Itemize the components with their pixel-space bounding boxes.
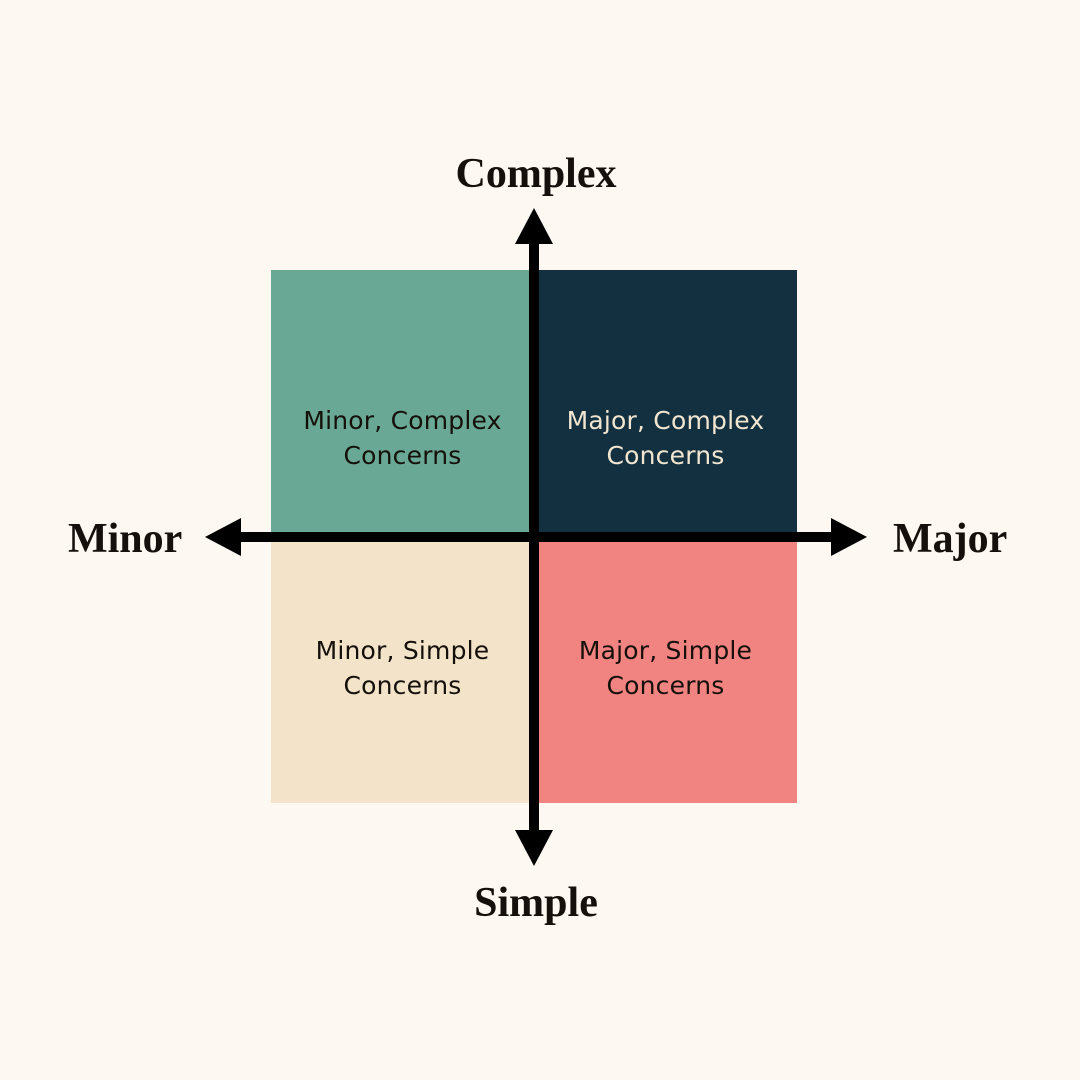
quadrant-major-complex[interactable]: Major, Complex Concerns — [534, 270, 797, 537]
quadrant-minor-complex-label: Minor, Complex Concerns — [303, 405, 502, 470]
quadrant-major-simple[interactable]: Major, Simple Concerns — [534, 537, 797, 803]
axis-label-major: Major — [893, 516, 1008, 562]
axis-label-simple: Simple — [474, 880, 598, 926]
axis-label-complex: Complex — [455, 151, 617, 197]
quadrant-minor-simple[interactable]: Minor, Simple Concerns — [271, 537, 534, 803]
quadrant-minor-simple-label: Minor, Simple Concerns — [315, 636, 490, 700]
axis-arrow-right-icon — [831, 518, 867, 556]
quadrant-major-complex-label: Major, Complex Concerns — [566, 405, 765, 470]
axis-label-minor: Minor — [68, 516, 183, 562]
quadrant-minor-complex[interactable]: Minor, Complex Concerns — [271, 270, 534, 537]
quadrant-major-simple-label: Major, Simple Concerns — [578, 636, 753, 700]
axis-arrow-left-icon — [205, 518, 241, 556]
axis-arrow-down-icon — [515, 830, 553, 866]
axis-arrow-up-icon — [515, 208, 553, 244]
